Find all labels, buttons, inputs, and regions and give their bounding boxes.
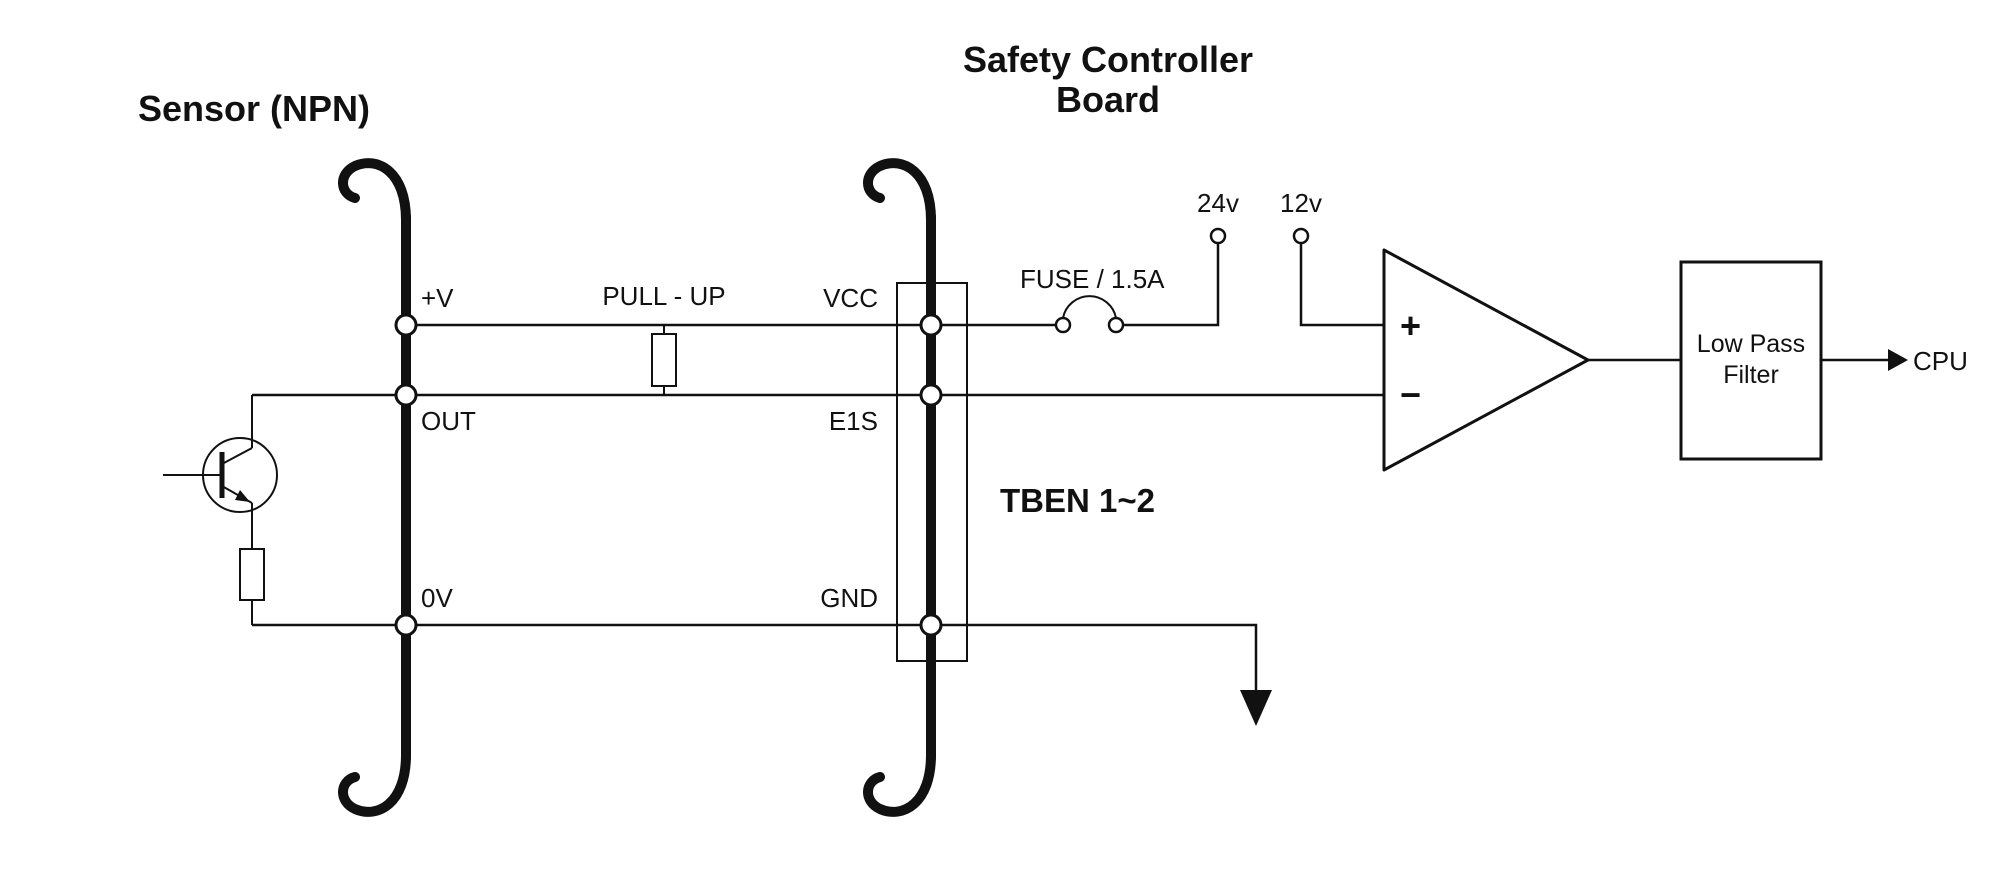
wire-fuse-24v bbox=[1123, 243, 1220, 327]
controller-boundary-bottom-hook bbox=[863, 750, 936, 817]
terminal-controller-vcc bbox=[919, 313, 943, 337]
terminal-sensor-out bbox=[394, 383, 418, 407]
comparator-minus-sign: − bbox=[1400, 374, 1421, 415]
pullup-body bbox=[651, 333, 677, 387]
terminal-controller-gnd bbox=[919, 613, 943, 637]
comparator-plus-sign: + bbox=[1400, 305, 1421, 346]
label-24v: 24v bbox=[1197, 188, 1239, 218]
comparator-symbol bbox=[1382, 248, 1590, 472]
fuse-label: FUSE / 1.5A bbox=[1020, 264, 1165, 294]
label-12v: 12v bbox=[1280, 188, 1322, 218]
wire-12v-opamp bbox=[1299, 243, 1384, 327]
ground-arrowhead bbox=[1240, 690, 1272, 726]
pin-label-0v: 0V bbox=[421, 583, 453, 613]
pin-label-vplus: +V bbox=[421, 283, 454, 313]
tben-label: TBEN 1~2 bbox=[1000, 482, 1155, 519]
transistor-circle bbox=[202, 437, 278, 513]
emitter-arrow bbox=[235, 490, 250, 502]
sensor-boundary-top-hook bbox=[338, 158, 411, 225]
collector-diagonal bbox=[221, 447, 253, 465]
terminal-sensor-0v bbox=[394, 613, 418, 637]
terminal-sensor-vplus bbox=[394, 313, 418, 337]
cpu-arrowhead bbox=[1888, 349, 1908, 371]
emitter-resistor-body bbox=[239, 548, 265, 601]
controller-title-line1: Safety Controller bbox=[963, 39, 1253, 80]
lpf-label-line1: Low Pass bbox=[1697, 330, 1805, 358]
sensor-boundary-bottom-hook bbox=[338, 750, 411, 817]
terminal-24v bbox=[1209, 227, 1227, 245]
terminal-controller-e1s bbox=[919, 383, 943, 407]
cpu-label: CPU bbox=[1913, 346, 1968, 376]
sensor-title: Sensor (NPN) bbox=[138, 88, 370, 129]
sensor-boundary bbox=[338, 158, 411, 817]
pullup-resistor bbox=[651, 325, 677, 395]
pin-label-gnd: GND bbox=[820, 583, 878, 613]
controller-boundary-top-hook bbox=[863, 158, 936, 225]
npn-transistor bbox=[163, 395, 278, 549]
fuse-symbol bbox=[1054, 295, 1125, 334]
terminal-12v bbox=[1292, 227, 1310, 245]
pin-label-out: OUT bbox=[421, 406, 476, 436]
pin-label-vcc: VCC bbox=[823, 283, 878, 313]
low-pass-filter-box bbox=[1679, 260, 1823, 461]
pullup-label: PULL - UP bbox=[602, 281, 725, 311]
controller-title-line2: Board bbox=[1056, 79, 1160, 120]
fuse-arc bbox=[1062, 295, 1117, 319]
lpf-label-line2: Filter bbox=[1723, 361, 1779, 389]
fuse-left-contact bbox=[1054, 316, 1072, 334]
emitter-resistor bbox=[239, 548, 265, 625]
pin-label-e1s: E1S bbox=[829, 406, 878, 436]
fuse-right-contact bbox=[1107, 316, 1125, 334]
wire-0v-gnd bbox=[252, 623, 1258, 690]
controller-boundary bbox=[863, 158, 936, 817]
